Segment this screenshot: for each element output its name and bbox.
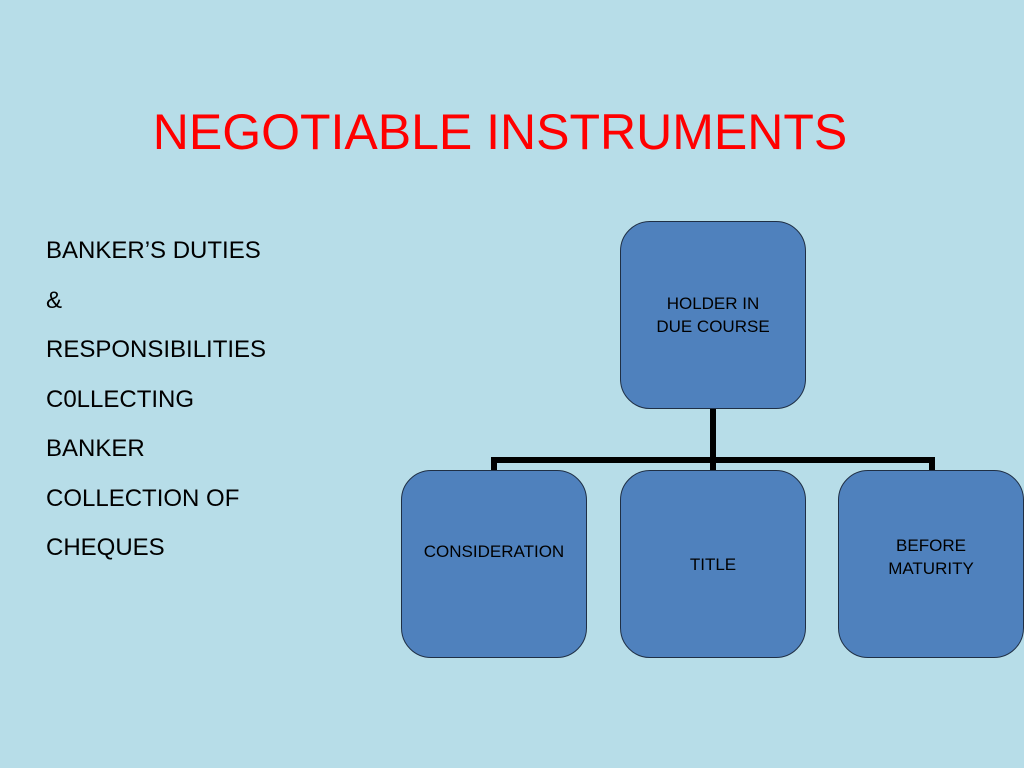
node-title: TITLE (620, 470, 806, 658)
bullet-item: BANKER (46, 435, 145, 462)
bullet-item: C0LLECTING (46, 385, 195, 413)
bullet-item: COLLECTION OF (46, 484, 240, 512)
slide-title: NEGOTIABLE INSTRUMENTS (152, 104, 848, 160)
bullet-list: BANKER’S DUTIES & RESPONSIBILITIES C0LLE… (46, 226, 266, 573)
node-label: BEFORE MATURITY (888, 536, 974, 578)
node-label: TITLE (689, 554, 737, 574)
node-consideration: CONSIDERATION (401, 470, 587, 658)
bullet-item: CHEQUES (46, 534, 165, 561)
node-before-maturity: BEFORE MATURITY (838, 470, 1024, 658)
node-label: HOLDER IN DUE COURSE (656, 294, 770, 336)
node-label: CONSIDERATION (423, 541, 565, 561)
bullet-item: RESPONSIBILITIES (46, 336, 267, 363)
bullet-item: BANKER’S DUTIES (46, 237, 261, 264)
bullet-item: & (46, 286, 63, 314)
node-holder-in-due-course: HOLDER IN DUE COURSE (620, 221, 806, 409)
